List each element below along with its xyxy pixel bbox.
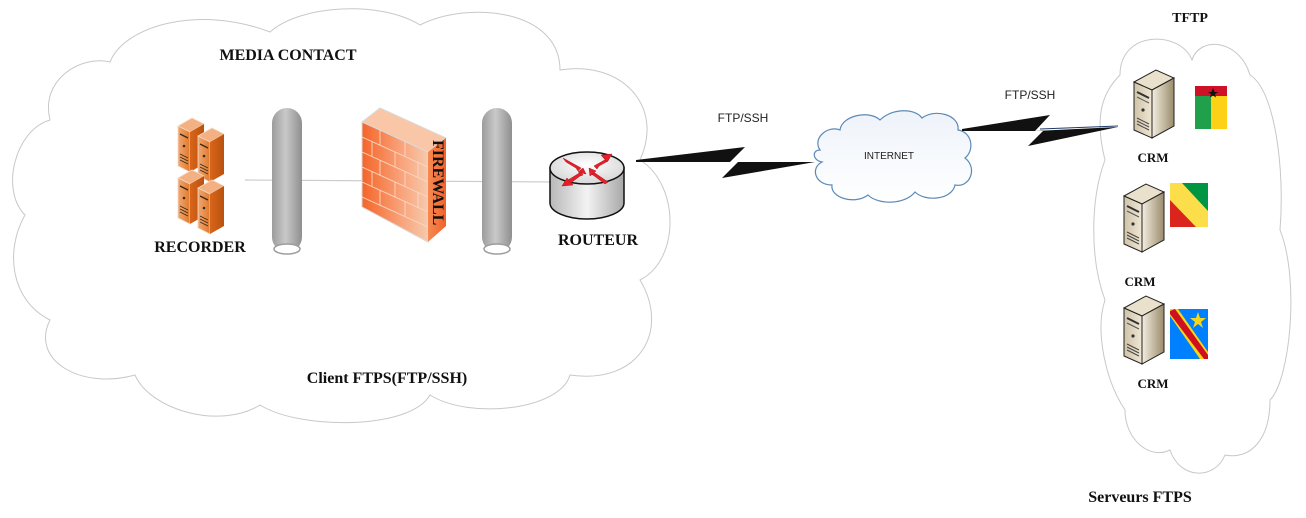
media-contact-title: MEDIA CONTACT bbox=[219, 47, 356, 64]
ftp-ssh-label-right: FTP/SSH bbox=[1005, 88, 1056, 102]
internet-label: INTERNET bbox=[864, 151, 914, 162]
recorder-icon bbox=[177, 117, 225, 235]
guinea-bissau-flag-icon bbox=[1195, 86, 1227, 129]
client-ftps-caption: Client FTPS(FTP/SSH) bbox=[307, 370, 467, 387]
firewall-label: FIREWALL bbox=[429, 140, 446, 225]
firewall-icon bbox=[361, 107, 447, 243]
ftp-ssh-link-right bbox=[962, 115, 1118, 146]
crm-label: CRM bbox=[1137, 150, 1168, 165]
internet-cloud-icon bbox=[813, 110, 973, 203]
republic-of-congo-flag-icon bbox=[1170, 183, 1208, 227]
network-segment-pipe-icon bbox=[482, 108, 512, 255]
tftp-title: TFTP bbox=[1172, 11, 1208, 26]
router-label: ROUTEUR bbox=[558, 232, 638, 249]
recorder-label: RECORDER bbox=[154, 239, 246, 256]
ftp-ssh-link-left bbox=[636, 147, 815, 178]
router-icon bbox=[549, 151, 625, 220]
ftps-servers-cloud bbox=[1093, 38, 1292, 474]
crm-server-icon bbox=[1123, 183, 1165, 253]
dr-congo-flag-icon bbox=[1170, 309, 1208, 359]
crm-label: CRM bbox=[1137, 376, 1168, 391]
serveurs-ftps-caption: Serveurs FTPS bbox=[1088, 489, 1192, 506]
crm-label: CRM bbox=[1124, 274, 1155, 289]
ftp-ssh-label-left: FTP/SSH bbox=[718, 111, 769, 125]
crm-server-icon bbox=[1123, 295, 1165, 365]
crm-server-icon bbox=[1133, 69, 1175, 139]
network-segment-pipe-icon bbox=[272, 108, 302, 255]
